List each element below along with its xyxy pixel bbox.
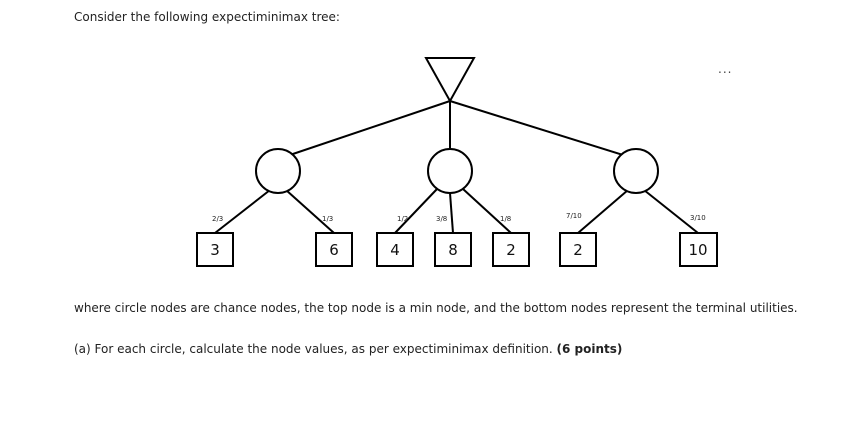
question-a: (a) For each circle, calculate the node … (74, 342, 622, 356)
edge-chance-3-to-leaf-6 (577, 189, 629, 234)
min-node-triangle (424, 57, 476, 104)
probability-label: 1/3 (322, 215, 333, 223)
terminal-node-3 (376, 232, 414, 267)
edge-chance-1-to-leaf-1 (214, 189, 271, 234)
chance-node-3 (613, 148, 659, 194)
terminal-node-4 (434, 232, 472, 267)
terminal-value: 6 (329, 241, 339, 259)
tree-description: where circle nodes are chance nodes, the… (74, 301, 798, 315)
probability-label: 1/8 (500, 215, 511, 223)
probability-label: 3/10 (690, 214, 706, 222)
edge-chance-1-to-leaf-2 (285, 189, 335, 234)
terminal-value: 4 (390, 241, 400, 259)
edge-chance-2-to-leaf-5 (462, 188, 512, 234)
intro-text: Consider the following expectiminimax tr… (74, 10, 340, 24)
chance-node-2 (427, 148, 473, 194)
terminal-value: 3 (210, 241, 220, 259)
terminal-value: 8 (448, 241, 458, 259)
expectiminimax-tree-diagram: 2/3 1/3 1/2 3/8 1/8 7/10 3/10 3 6 4 8 2 … (196, 57, 718, 267)
terminal-value: 10 (688, 241, 707, 259)
points-badge: (6 points) (556, 342, 623, 356)
probability-label: 3/8 (436, 215, 447, 223)
question-text: (a) For each circle, calculate the node … (74, 342, 553, 356)
terminal-node-2 (315, 232, 353, 267)
probability-label: 7/10 (566, 212, 582, 220)
terminal-node-1 (196, 232, 234, 267)
probability-label: 1/2 (397, 215, 408, 223)
more-options-icon[interactable]: ... (718, 62, 733, 76)
chance-node-1 (255, 148, 301, 194)
edge-chance-2-to-leaf-4 (449, 192, 454, 234)
edge-chance-2-to-leaf-3 (394, 188, 438, 234)
terminal-node-6 (559, 232, 597, 267)
terminal-node-5 (492, 232, 530, 267)
probability-label: 2/3 (212, 215, 223, 223)
terminal-node-7 (679, 232, 718, 267)
edge-root-to-chance-1 (277, 100, 451, 160)
edge-root-to-chance-3 (449, 100, 637, 160)
terminal-value: 2 (573, 241, 583, 259)
edge-chance-3-to-leaf-7 (643, 189, 699, 234)
terminal-value: 2 (506, 241, 516, 259)
